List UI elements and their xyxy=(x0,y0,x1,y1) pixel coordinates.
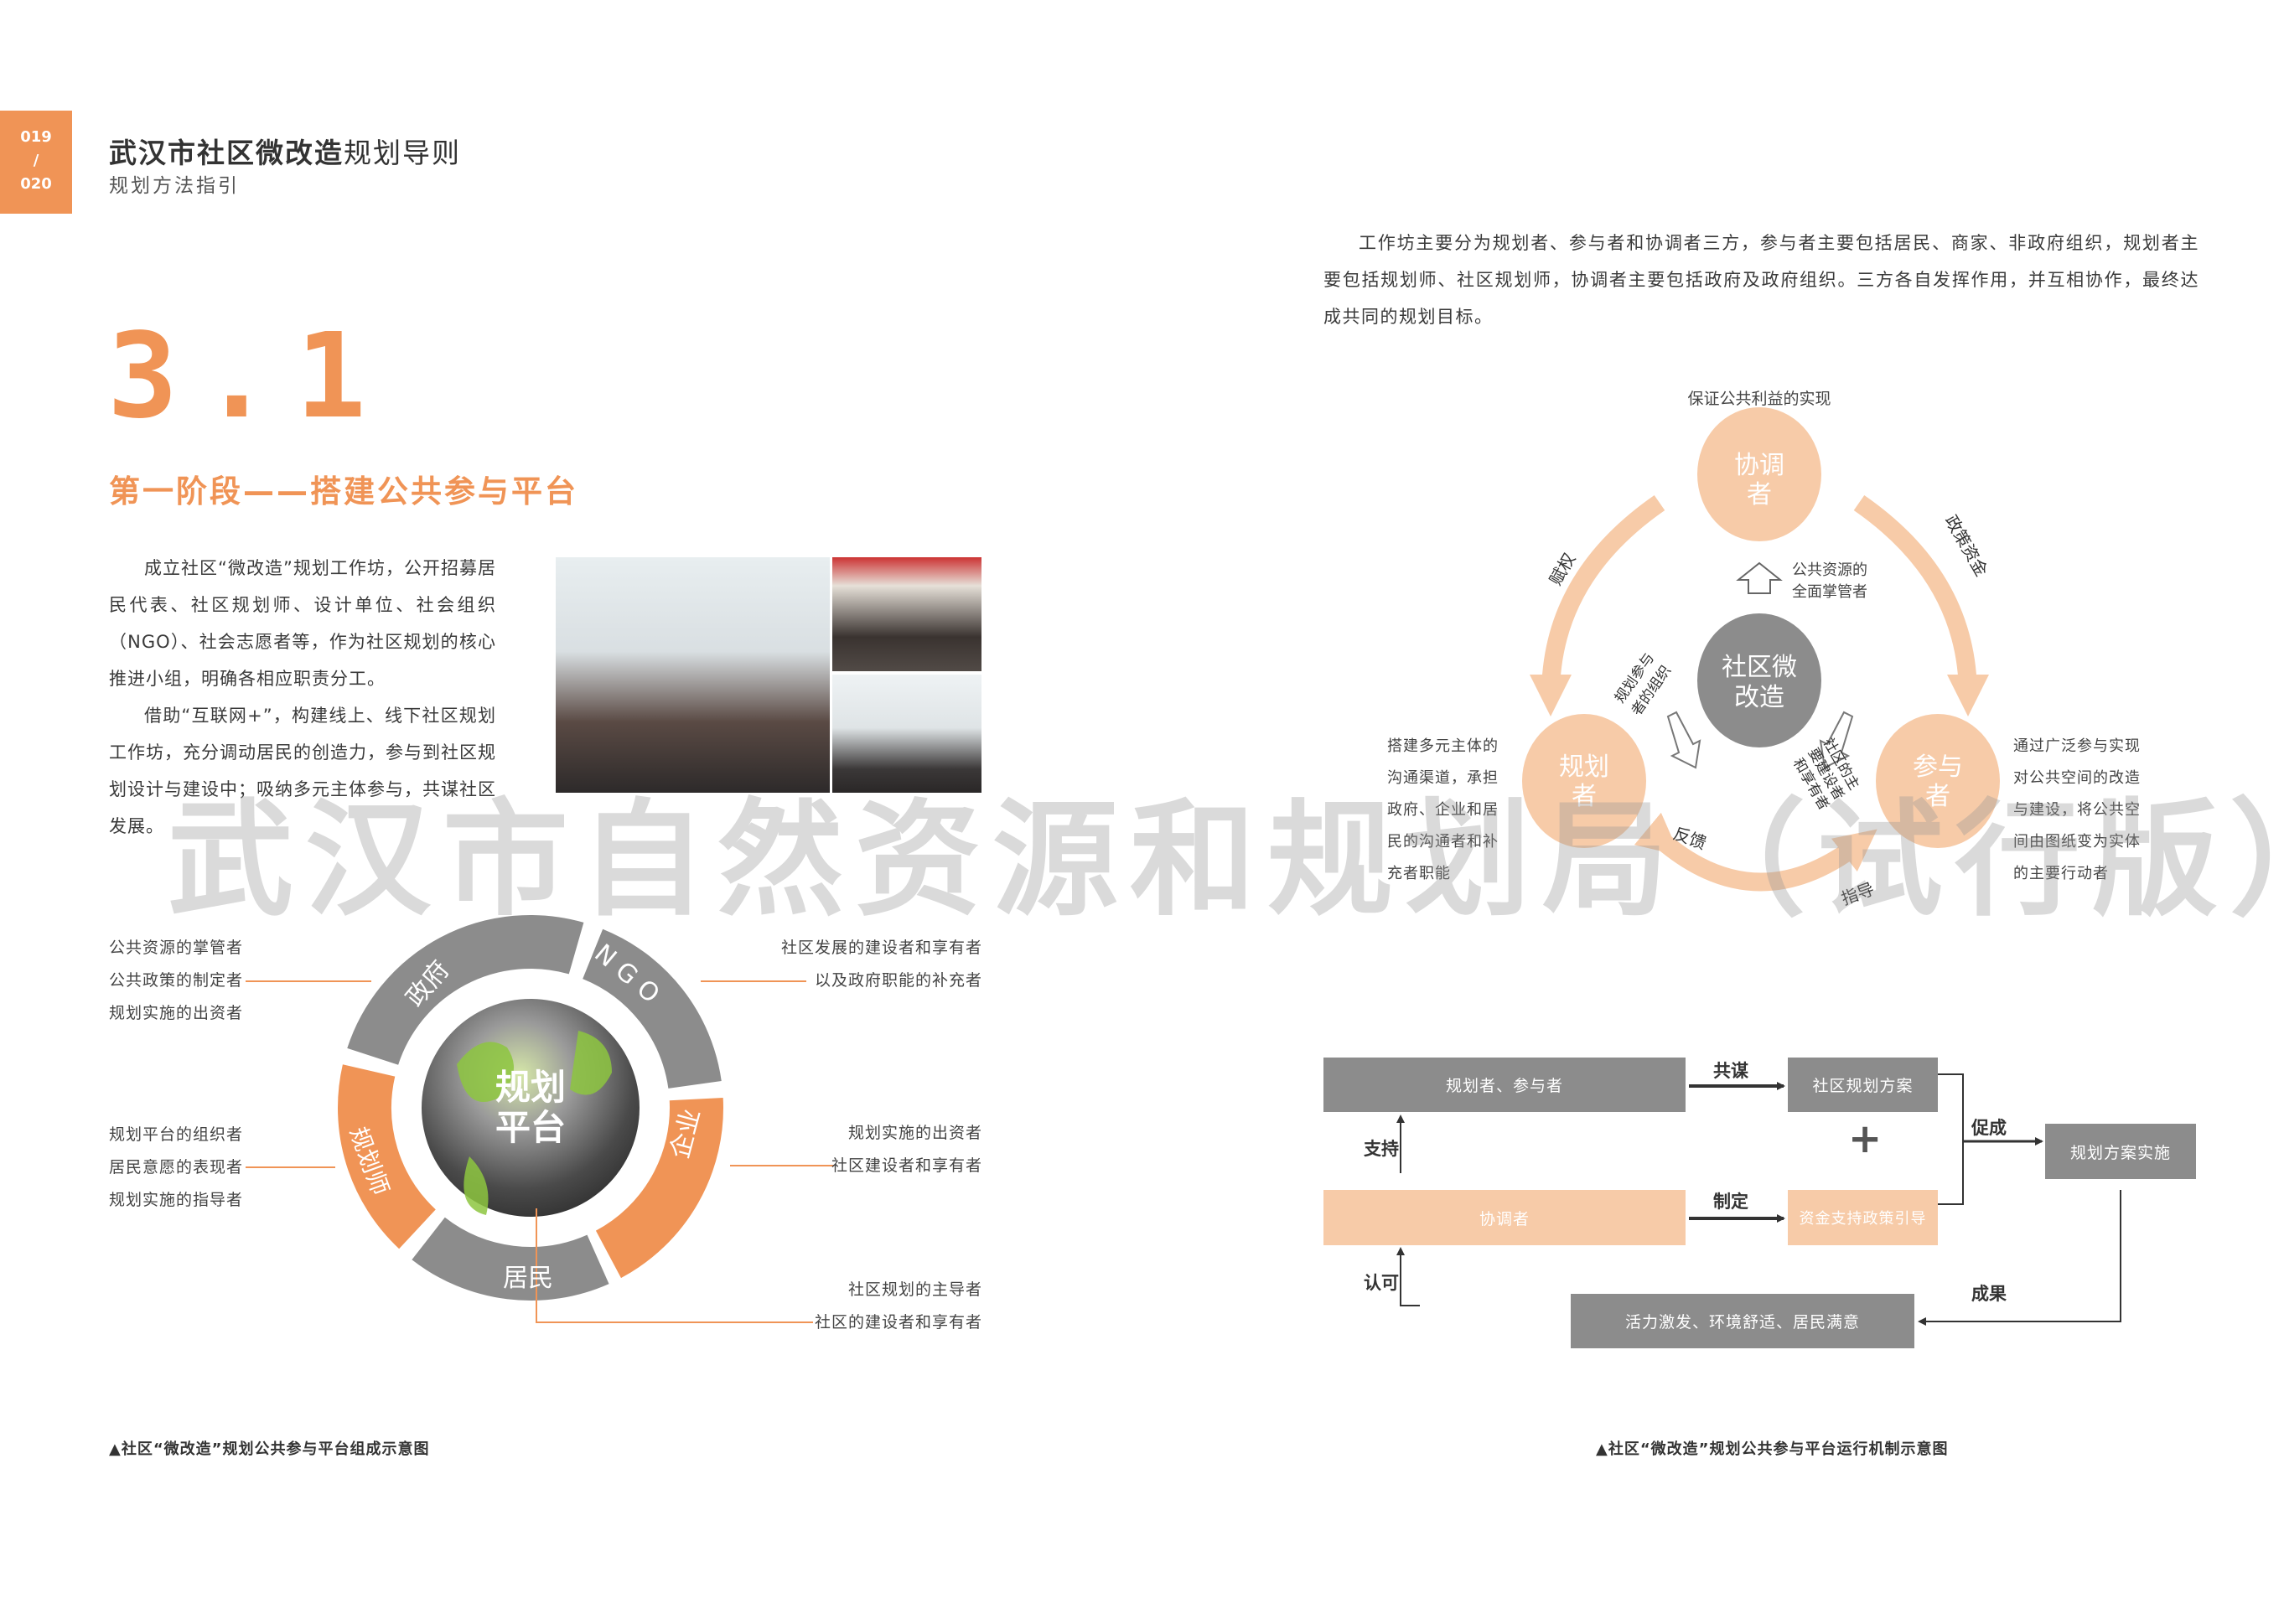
platform-label-2: 平台 xyxy=(495,1107,566,1148)
support-label: 支持 xyxy=(1364,1139,1399,1159)
coordinator-box: 协调者 xyxy=(1323,1190,1686,1245)
participant-label-2: 者 xyxy=(1925,782,1950,811)
document-title: 武汉市社区微改造规划导则 xyxy=(109,131,461,171)
ngo-role: 以及政府职能的补充者 xyxy=(814,971,982,990)
resident-role: 社区的建设者和享有者 xyxy=(814,1313,982,1332)
title-bold: 武汉市社区微改造 xyxy=(109,137,344,169)
formulate-label: 制定 xyxy=(1713,1192,1748,1212)
title-light: 规划导则 xyxy=(344,137,461,169)
center-label-2: 改造 xyxy=(1734,683,1784,712)
ring-segment-ngo xyxy=(582,928,722,1089)
coordinator-label-2: 者 xyxy=(1747,480,1772,509)
participant-desc-line: 与建设，将公共空 xyxy=(2013,801,2141,819)
planner-circle xyxy=(1522,714,1646,848)
resource-note-1: 公共资源的 xyxy=(1792,561,1867,579)
globe-landmass xyxy=(457,1031,612,1215)
participant-description: 通过广泛参与实现 对公共空间的改造 与建设，将公共空 间由图纸变为实体 的主要行… xyxy=(2013,731,2141,890)
ring-segment-gov xyxy=(347,915,584,1066)
page-to: 020 xyxy=(20,175,52,193)
gov-role: 公共政策的制定者 xyxy=(109,971,244,990)
triangle-diagram xyxy=(1522,407,2000,892)
gov-roles: 公共资源的掌管者 公共政策的制定者 规划实施的出资者 xyxy=(109,932,243,1030)
enterprise-role: 规划实施的出资者 xyxy=(847,1124,982,1142)
resource-note-2: 全面掌管者 xyxy=(1792,583,1867,601)
planners-box: 规划者、参与者 xyxy=(1323,1058,1686,1112)
intro-paragraph-1: 成立社区“微改造”规划工作坊，公开招募居民代表、社区规划师、设计单位、社会组织（… xyxy=(109,558,496,689)
feedback-guide-arrow xyxy=(1634,812,1877,892)
center-circle xyxy=(1697,613,1821,747)
ring-segment-resident xyxy=(412,1217,609,1301)
page-from: 019 xyxy=(20,128,52,146)
planner-desc-line: 搭建多元主体的 xyxy=(1387,737,1499,755)
gov-role: 规划实施的出资者 xyxy=(109,1004,244,1022)
top-note: 保证公共利益的实现 xyxy=(1687,390,1831,408)
down-left-arrow-icon xyxy=(1666,711,1701,769)
up-arrow-icon xyxy=(1736,561,1783,594)
intro-paragraph-2: 借助“互联网+”，构建线上、线下社区规划工作坊，充分调动居民的创造力，参与到社区… xyxy=(109,706,496,836)
planner-desc-line: 民的沟通者和补 xyxy=(1387,833,1499,851)
planner-desc-line: 沟通渠道，承担 xyxy=(1387,769,1499,787)
ring-diagram xyxy=(338,915,723,1301)
enterprise-roles: 规划实施的出资者 社区建设者和享有者 xyxy=(831,1117,982,1182)
result-box: 活力激发、环境舒适、居民满意 xyxy=(1571,1294,1914,1348)
ngo-role: 社区发展的建设者和享有者 xyxy=(780,939,982,957)
participant-desc-line: 的主要行动者 xyxy=(2013,865,2109,882)
leader-line-resident xyxy=(536,1208,813,1323)
page-separator: / xyxy=(33,152,39,169)
approve-arrow xyxy=(1396,1247,1420,1306)
participant-circle xyxy=(1876,714,2000,848)
planner-label-2: 者 xyxy=(1572,782,1597,811)
ring-segment-enterprise xyxy=(595,1097,723,1279)
participant-desc-line: 对公共空间的改造 xyxy=(2013,769,2141,787)
workshop-description: 工作坊主要分为规划者、参与者和协调者三方，参与者主要包括居民、商家、非政府组织，… xyxy=(1323,233,2199,327)
coordinator-circle xyxy=(1697,407,1821,541)
center-label-1: 社区微 xyxy=(1722,653,1797,682)
planner-roles: 规划平台的组织者 居民意愿的表现者 规划实施的指导者 xyxy=(109,1119,243,1217)
down-right-arrow-icon xyxy=(1819,711,1854,769)
promote-label: 促成 xyxy=(1971,1118,2007,1138)
participant-desc-line: 间由图纸变为实体 xyxy=(2013,833,2141,851)
plus-icon: + xyxy=(1848,1115,1883,1162)
outcome-arrow xyxy=(1918,1190,2121,1326)
intro-text: 成立社区“微改造”规划工作坊，公开招募居民代表、社区规划师、设计单位、社会组织（… xyxy=(109,550,496,845)
planner-role: 居民意愿的表现者 xyxy=(109,1158,244,1177)
ring-segment-planner xyxy=(338,1064,437,1249)
co-plan-label: 共谋 xyxy=(1713,1061,1748,1081)
coordinator-label-1: 协调 xyxy=(1734,451,1784,480)
promote-bracket xyxy=(1938,1073,1964,1205)
workshop-photo-main xyxy=(556,557,830,793)
participant-desc-line: 通过广泛参与实现 xyxy=(2013,737,2141,755)
policy-funds-arrow xyxy=(1853,494,1989,716)
resident-roles: 社区规划的主导者 社区的建设者和享有者 xyxy=(815,1274,982,1339)
planner-desc-line: 政府、企业和居 xyxy=(1387,801,1499,819)
resident-role: 社区规划的主导者 xyxy=(847,1280,982,1299)
planner-desc-line: 充者职能 xyxy=(1387,865,1451,882)
enterprise-role: 社区建设者和享有者 xyxy=(831,1156,982,1175)
page-number-tab: 019 / 020 xyxy=(0,111,72,214)
planner-label-1: 规划 xyxy=(1559,753,1609,782)
document-subtitle: 规划方法指引 xyxy=(109,175,240,197)
section-heading: 第一阶段——搭建公共参与平台 xyxy=(109,473,578,509)
planner-role: 规划实施的指导者 xyxy=(109,1191,244,1209)
participant-label-1: 参与 xyxy=(1913,753,1963,782)
gov-role: 公共资源的掌管者 xyxy=(109,939,244,957)
ring-diagram-caption: ▲社区“微改造”规划公共参与平台组成示意图 xyxy=(109,1440,430,1458)
ngo-roles: 社区发展的建设者和享有者 以及政府职能的补充者 xyxy=(781,932,982,997)
workshop-photo-bottom-right xyxy=(832,675,981,793)
approve-label: 认可 xyxy=(1364,1273,1399,1293)
policy-box: 资金支持政策引导 xyxy=(1788,1190,1938,1245)
platform-label-1: 规划 xyxy=(495,1067,566,1108)
implement-box: 规划方案实施 xyxy=(2045,1124,2196,1179)
empower-arrow xyxy=(1530,494,1665,716)
outcome-label: 成果 xyxy=(1971,1284,2007,1304)
workshop-photo-top-right xyxy=(832,557,981,671)
section-number: 3.1 xyxy=(107,308,390,445)
planner-role: 规划平台的组织者 xyxy=(109,1125,244,1144)
plan-box: 社区规划方案 xyxy=(1788,1058,1938,1112)
planner-description: 搭建多元主体的 沟通渠道，承担 政府、企业和居 民的沟通者和补 充者职能 xyxy=(1387,731,1499,890)
flowchart-caption: ▲社区“微改造”规划公共参与平台运行机制示意图 xyxy=(1596,1440,1949,1458)
segment-label-resident: 居民 xyxy=(503,1264,553,1293)
